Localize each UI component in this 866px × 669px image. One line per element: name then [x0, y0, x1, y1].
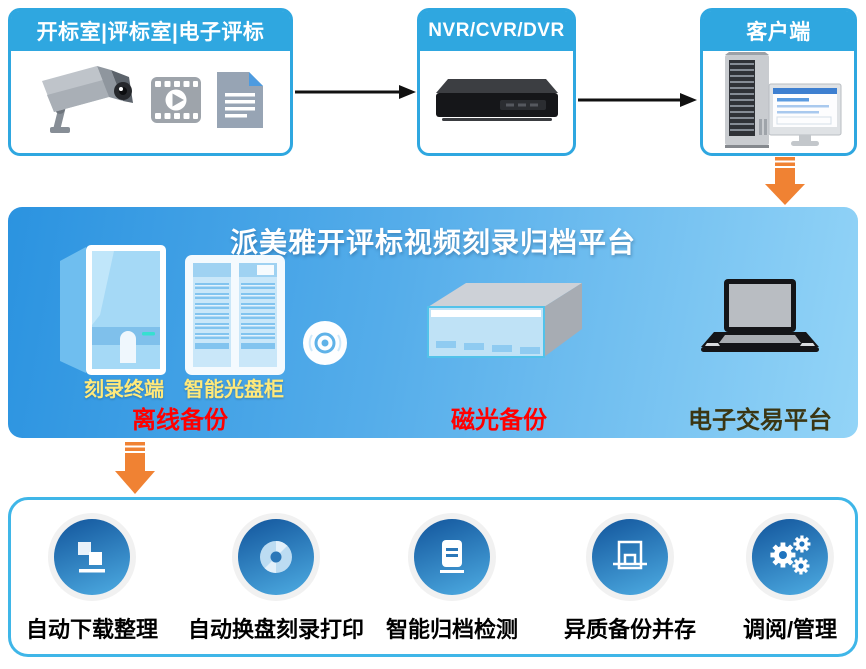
feature-label: 异质备份并存 [563, 617, 697, 642]
server-rack-and-monitor-icon [713, 51, 845, 154]
client-icons [703, 51, 854, 153]
source-room-box: 开标室|评标室|电子评标 [8, 8, 293, 156]
burning-terminal-icon [60, 241, 168, 386]
arrow-platform-to-features [112, 442, 158, 501]
nvr-device-icon [434, 77, 560, 128]
arrow-client-to-platform [762, 157, 808, 212]
cctv-camera-icon [39, 61, 135, 144]
source-room-icons [11, 51, 290, 153]
feature-halo [407, 513, 496, 601]
client-title: 客户端 [703, 11, 854, 51]
recorder-title: NVR/CVR/DVR [420, 11, 573, 51]
gears-icon [752, 519, 828, 595]
feature-halo [585, 513, 674, 601]
platform-panel: 派美雅开评标视频刻录归档平台 [8, 207, 858, 438]
feature-retrieval-management: 调阅/管理 [743, 500, 837, 644]
recorder-box: NVR/CVR/DVR [417, 8, 576, 156]
feature-disc-burn: 自动换盘刻录打印 [188, 500, 364, 644]
feature-halo [231, 513, 320, 601]
feature-label: 自动换盘刻录打印 [187, 617, 365, 642]
source-room-title: 开标室|评标室|电子评标 [11, 11, 290, 51]
feature-label: 智能归档检测 [385, 617, 519, 642]
features-panel: 自动下载整理 自动换盘刻录打印 [8, 497, 858, 657]
recorder-icons [420, 51, 573, 153]
feature-halo [746, 513, 834, 601]
magneto-optical-backup-label: 磁光备份 [451, 407, 547, 434]
disc-cabinet-label: 智能光盘柜 [184, 379, 284, 401]
platform-title: 派美雅开评标视频刻录归档平台 [229, 227, 636, 258]
magneto-optical-box-icon [426, 279, 586, 364]
burning-terminal-label: 刻录终端 [84, 379, 164, 401]
e-trading-platform-label: 电子交易平台 [688, 407, 832, 434]
feature-archive-check: 智能归档检测 [386, 500, 518, 644]
feature-label: 自动下载整理 [25, 617, 159, 642]
cd-disc-icon [301, 319, 349, 372]
archive-check-icon [413, 519, 490, 595]
feature-auto-organize: 自动下载整理 [26, 500, 158, 644]
arrow-source-to-recorder [295, 84, 417, 105]
arrow-recorder-to-client [578, 92, 698, 113]
disc-cabinet-icon [185, 255, 285, 380]
document-icon [216, 71, 263, 133]
video-film-icon [150, 76, 201, 128]
feature-hetero-backup: 异质备份并存 [564, 500, 696, 644]
backup-device-icon [591, 519, 668, 595]
client-box: 客户端 [700, 8, 857, 156]
feature-label: 调阅/管理 [742, 617, 838, 642]
laptop-icon [701, 279, 819, 364]
offline-backup-label: 离线备份 [132, 407, 228, 434]
auto-organize-icon [53, 519, 130, 595]
disc-burn-icon [237, 519, 314, 595]
feature-halo [47, 513, 136, 601]
